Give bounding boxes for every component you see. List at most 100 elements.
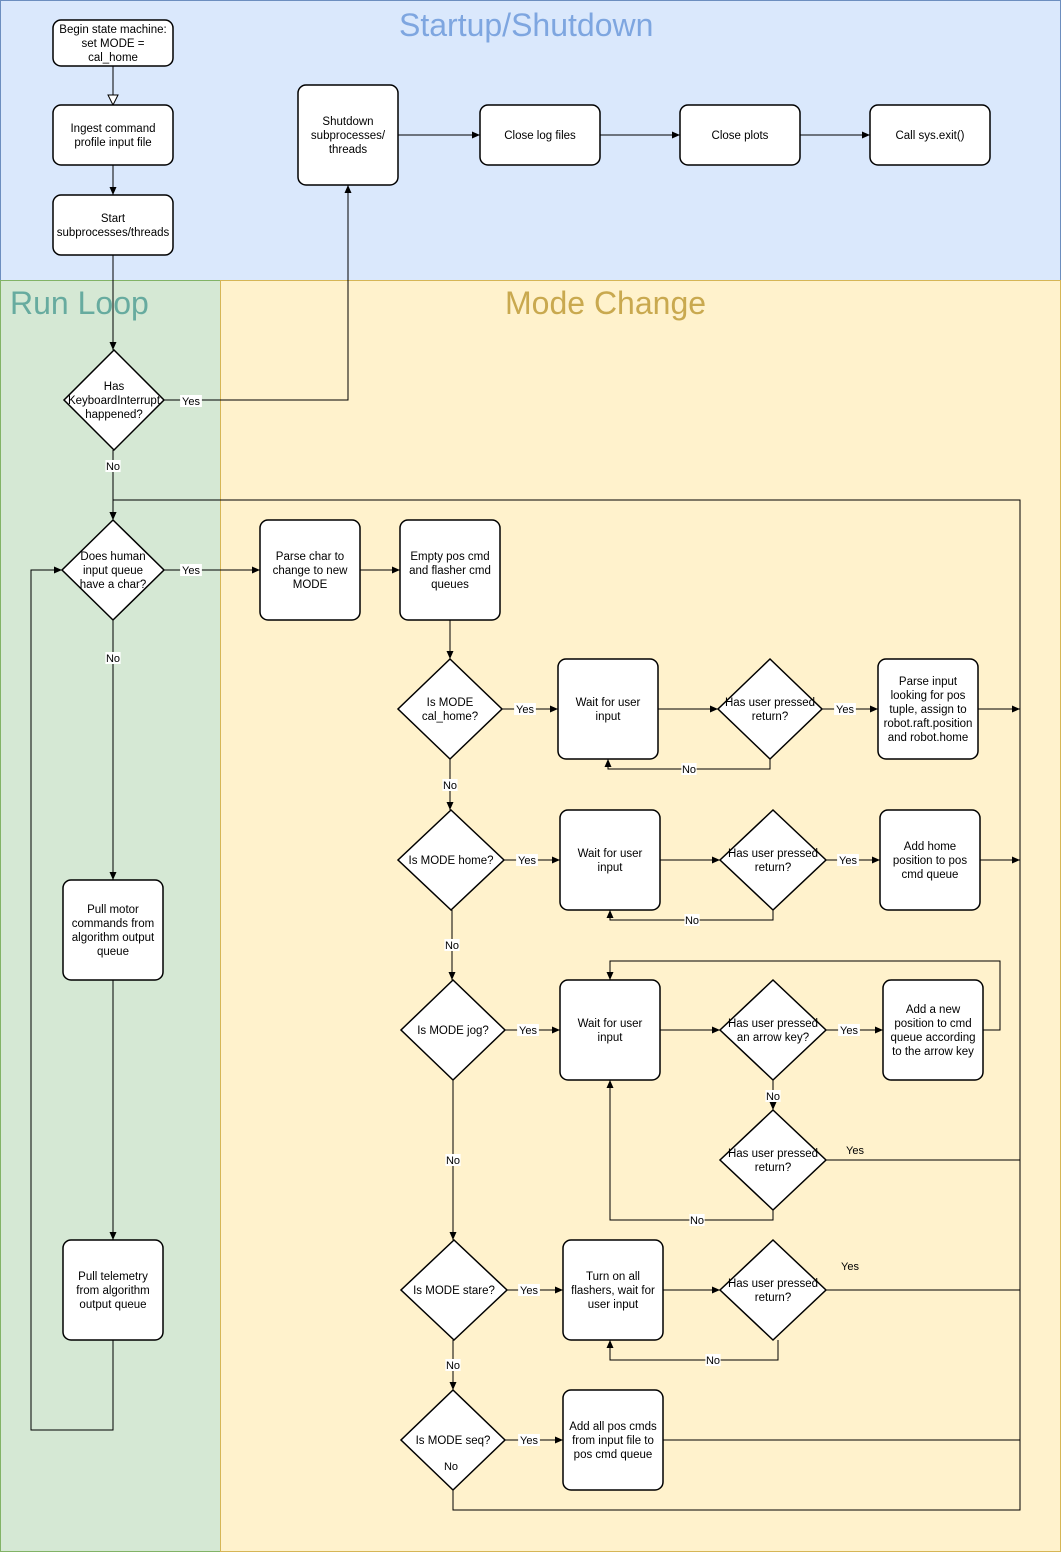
run-loop-title: Run Loop <box>10 285 149 321</box>
svg-text:No: No <box>444 1461 458 1473</box>
connector-3 <box>164 185 352 401</box>
node-is-seq-label: Is MODE seq? <box>416 1435 491 1447</box>
node-sys-exit-label: Call sys.exit() <box>895 130 964 142</box>
node-is-jog: Is MODE jog? <box>399 978 507 1082</box>
svg-text:Yes: Yes <box>518 855 536 867</box>
svg-text:No: No <box>446 1360 460 1372</box>
edge-label-yes: Yes <box>514 703 536 716</box>
node-sys-exit: Call sys.exit() <box>869 104 991 166</box>
svg-text:Yes: Yes <box>839 855 857 867</box>
node-begin-label: Begin state machine:set MODE =cal_home <box>59 24 166 64</box>
edge-label-no: No <box>442 779 458 792</box>
edge-label-yes: Yes <box>180 395 202 408</box>
edge-label-yes: Yes <box>837 854 859 867</box>
edge-label-no: No <box>105 652 121 665</box>
svg-text:Yes: Yes <box>516 704 534 716</box>
node-is-stare-label: Is MODE stare? <box>413 1285 495 1297</box>
edge-label-yes: Yes <box>180 564 202 577</box>
mode-change-title: Mode Change <box>505 285 707 321</box>
svg-text:Yes: Yes <box>846 1145 864 1157</box>
node-close-plots: Close plots <box>679 104 801 166</box>
edge-label-no: No <box>684 914 700 927</box>
svg-text:No: No <box>685 915 699 927</box>
edge-label-no: No <box>681 763 697 776</box>
node-is-stare: Is MODE stare? <box>399 1238 509 1342</box>
svg-text:Yes: Yes <box>520 1435 538 1447</box>
node-close-logs: Close log files <box>479 104 601 166</box>
edge-label-yes: Yes <box>841 1261 859 1273</box>
svg-text:No: No <box>106 653 120 665</box>
svg-text:Yes: Yes <box>841 1261 859 1273</box>
edge-label-no: No <box>765 1090 781 1103</box>
svg-text:No: No <box>446 1155 460 1167</box>
connector-29 <box>606 960 1001 1031</box>
node-close-plots-label: Close plots <box>712 130 769 142</box>
edge-label-yes: Yes <box>838 1024 860 1037</box>
svg-text:No: No <box>690 1215 704 1227</box>
edge-label-yes: Yes <box>518 1434 540 1447</box>
connector-41 <box>109 499 1021 1511</box>
edge-label-yes: Yes <box>518 1284 540 1297</box>
svg-text:Yes: Yes <box>520 1285 538 1297</box>
node-is-seq: Is MODE seq? <box>399 1388 507 1492</box>
node-close-logs-label: Close log files <box>504 130 576 142</box>
edge-label-no: No <box>689 1214 705 1227</box>
svg-text:No: No <box>445 940 459 952</box>
svg-text:Yes: Yes <box>182 396 200 408</box>
svg-text:No: No <box>706 1355 720 1367</box>
connector-36 <box>606 1340 779 1361</box>
edge-label-no: No <box>705 1354 721 1367</box>
node-begin: Begin state machine:set MODE =cal_home <box>52 19 174 67</box>
edge-label-yes: Yes <box>834 703 856 716</box>
svg-text:Yes: Yes <box>836 704 854 716</box>
svg-text:No: No <box>766 1091 780 1103</box>
edge-label-yes: Yes <box>516 854 538 867</box>
svg-text:Yes: Yes <box>182 565 200 577</box>
edge-label-yes: Yes <box>517 1024 539 1037</box>
edge-label-yes: Yes <box>846 1145 864 1157</box>
edge-label-no: No <box>105 460 121 473</box>
node-is-jog-label: Is MODE jog? <box>417 1025 489 1037</box>
